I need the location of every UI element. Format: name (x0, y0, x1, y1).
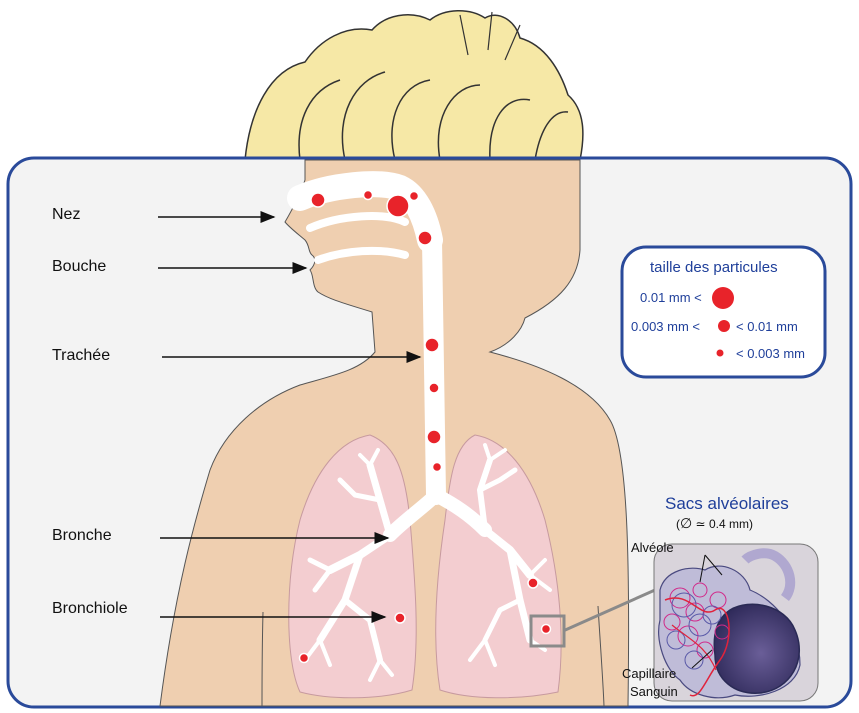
diameter-symbol: ∅ (680, 515, 692, 531)
particle-small (429, 383, 439, 393)
label-capillaire: Capillaire (622, 666, 676, 681)
inset-diameter: (∅ ≃ 0.4 mm) (676, 515, 753, 532)
label-alveole: Alvéole (631, 540, 674, 555)
particle-medium (311, 193, 325, 207)
legend-medium-left-label: 0.003 mm < (631, 319, 700, 334)
particle-large (387, 195, 409, 217)
hair (245, 11, 583, 160)
alveolar-inset (654, 544, 818, 701)
label-bronchiole: Bronchiole (52, 600, 128, 618)
particle-small (364, 191, 373, 200)
legend-dot-medium (718, 320, 730, 332)
particle-small (433, 463, 442, 472)
legend-dot-small (717, 350, 724, 357)
particle-small (542, 625, 551, 634)
legend-small-label: < 0.003 mm (736, 346, 805, 361)
particle-small (395, 613, 405, 623)
inset-title: Sacs alvéolaires (665, 494, 789, 514)
particle-medium (427, 430, 441, 444)
particle-medium (418, 231, 432, 245)
legend-title: taille des particules (650, 259, 778, 276)
legend-large-label: 0.01 mm < (640, 290, 702, 305)
label-bronche: Bronche (52, 527, 112, 545)
diameter-value: 0.4 mm (709, 517, 749, 531)
label-sanguin: Sanguin (630, 684, 678, 699)
particle-small (300, 654, 309, 663)
label-bouche: Bouche (52, 258, 106, 276)
particle-medium (425, 338, 439, 352)
label-nez: Nez (52, 206, 80, 224)
legend-dot-large (712, 287, 734, 309)
approx-symbol: ≃ (696, 517, 706, 531)
label-trachee: Trachée (52, 347, 110, 365)
particle-small (410, 192, 419, 201)
legend-medium-right-label: < 0.01 mm (736, 319, 798, 334)
particle-small (528, 578, 538, 588)
